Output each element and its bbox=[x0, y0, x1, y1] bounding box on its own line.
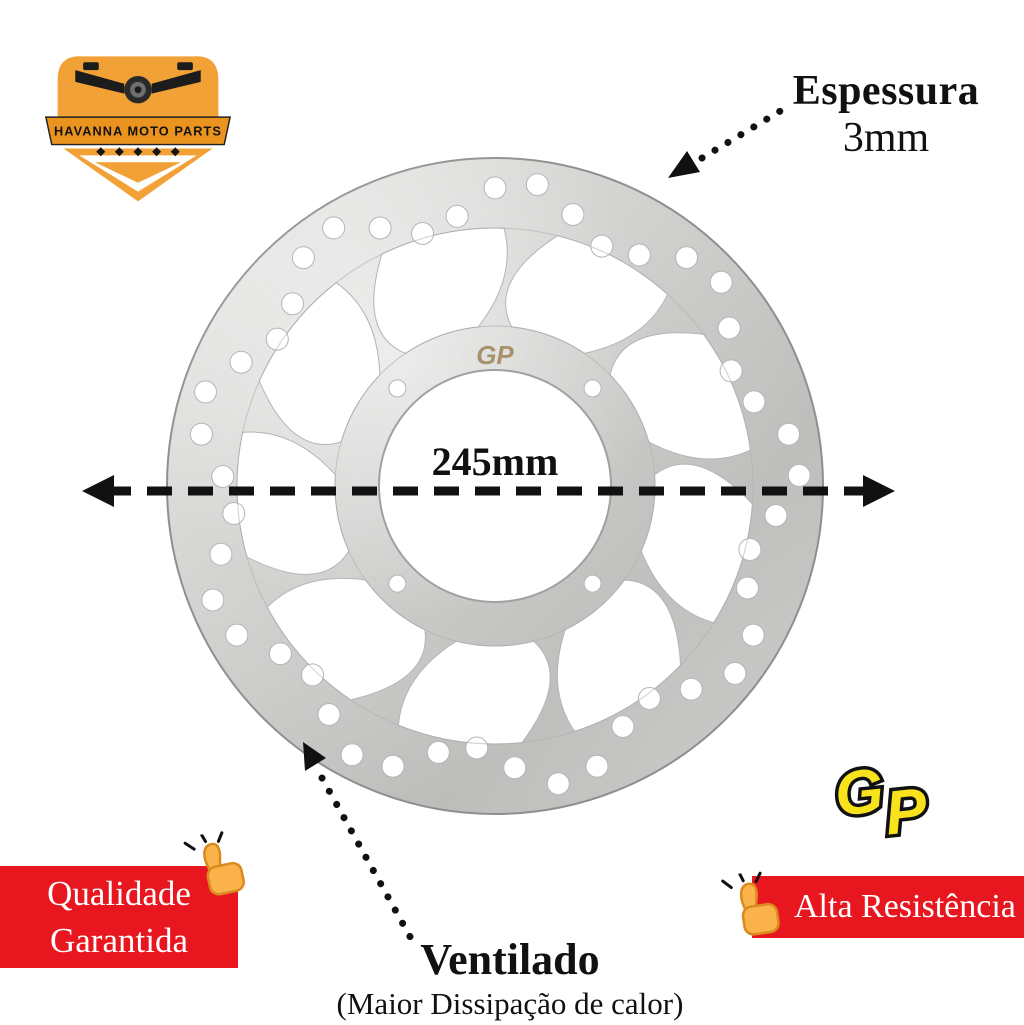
quality-banner-line1: Qualidade bbox=[47, 873, 191, 913]
disc-shine bbox=[167, 158, 823, 814]
thumbs-up-icon bbox=[183, 831, 246, 896]
thumbs-up-icon bbox=[721, 871, 780, 936]
badge-brand-text: HAVANNA MOTO PARTS bbox=[54, 124, 222, 139]
thickness-label: Espessura bbox=[792, 68, 980, 114]
diameter-arrowhead-right bbox=[863, 475, 895, 507]
gp-logo-letter-g: G bbox=[832, 756, 887, 830]
havanna-badge: HAVANNA MOTO PARTS bbox=[44, 56, 232, 202]
disc-center-hole bbox=[378, 369, 612, 603]
disc-vent-cutouts bbox=[236, 227, 753, 745]
gp-logo-letter-p: P bbox=[882, 776, 931, 849]
vent-annotation: Ventilado (Maior Dissipação de calor) bbox=[280, 935, 740, 1025]
diameter-arrowhead-left bbox=[82, 475, 114, 507]
thickness-value: 3mm bbox=[842, 115, 930, 162]
diameter-label: 245mm bbox=[431, 439, 559, 484]
handlebar-icon bbox=[75, 62, 201, 104]
vent-label: Ventilado bbox=[420, 935, 600, 984]
badge-fringe bbox=[63, 147, 213, 202]
badge-band bbox=[44, 116, 232, 146]
quality-banner: Qualidade Garantida bbox=[0, 866, 238, 968]
disc-outer-circle bbox=[166, 157, 824, 815]
quality-banner-line2: Garantida bbox=[50, 921, 188, 960]
vent-subtitle: (Maior Dissipação de calor) bbox=[336, 986, 684, 1022]
brake-disc: GP bbox=[166, 157, 824, 815]
vent-arrowhead bbox=[303, 742, 326, 771]
resistance-banner-text: Alta Resistência bbox=[794, 888, 1016, 925]
disc-gp-stamp: GP bbox=[476, 340, 514, 370]
thickness-arrowhead bbox=[668, 151, 700, 178]
resistance-banner: Alta Resistência bbox=[752, 876, 1024, 938]
gp-logo: G P bbox=[828, 753, 934, 852]
vent-arrow bbox=[303, 742, 417, 946]
thickness-annotation: Espessura 3mm bbox=[758, 68, 1014, 162]
